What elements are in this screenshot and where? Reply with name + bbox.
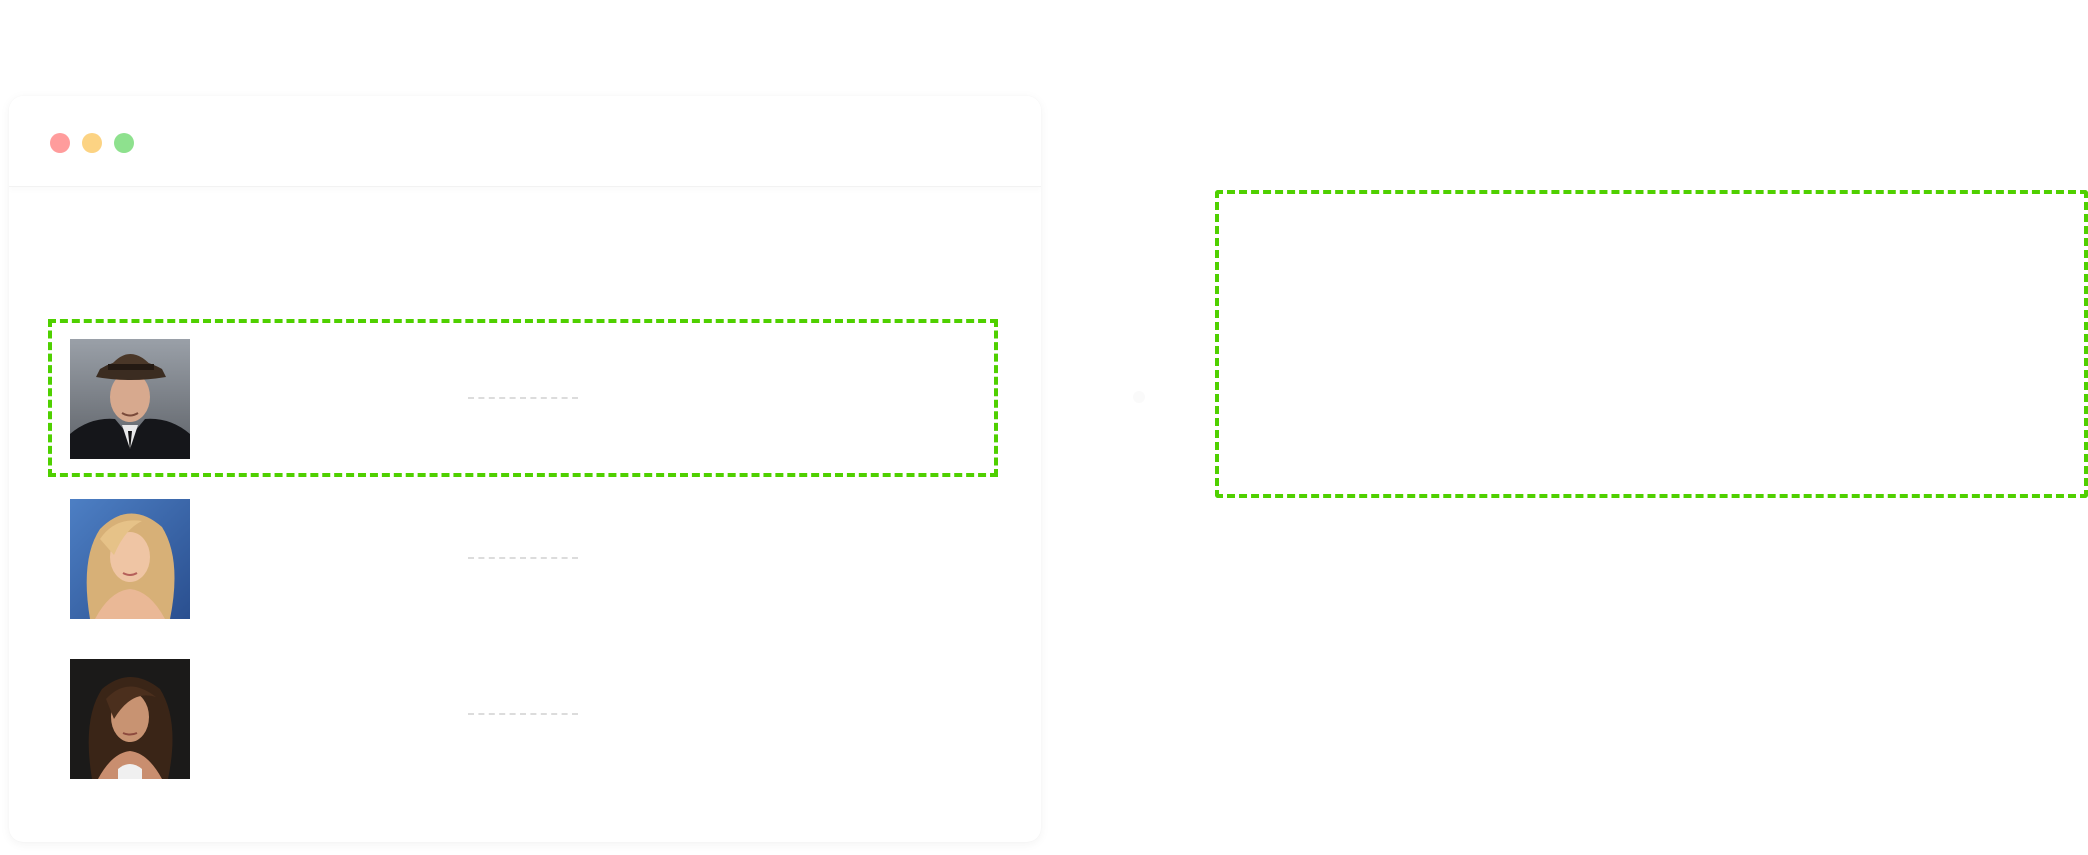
man-in-fedora-photo (70, 339, 190, 459)
connector-line (468, 557, 578, 559)
app-window (9, 96, 1041, 842)
detail-panel-highlight (1215, 190, 2088, 498)
close-window-button[interactable] (50, 133, 70, 153)
connector-line (468, 713, 578, 715)
connector-dot (1133, 391, 1145, 403)
title-bar (9, 96, 1041, 187)
selected-row-highlight (48, 319, 998, 477)
avatar (70, 499, 190, 619)
maximize-window-button[interactable] (114, 133, 134, 153)
dark-haired-woman-photo (70, 659, 190, 779)
avatar (70, 659, 190, 779)
connector-line (468, 397, 578, 399)
blonde-woman-photo (70, 499, 190, 619)
list-item[interactable] (70, 339, 1010, 461)
list-item[interactable] (70, 499, 1010, 621)
minimize-window-button[interactable] (82, 133, 102, 153)
list-item[interactable] (70, 659, 1010, 781)
avatar (70, 339, 190, 459)
